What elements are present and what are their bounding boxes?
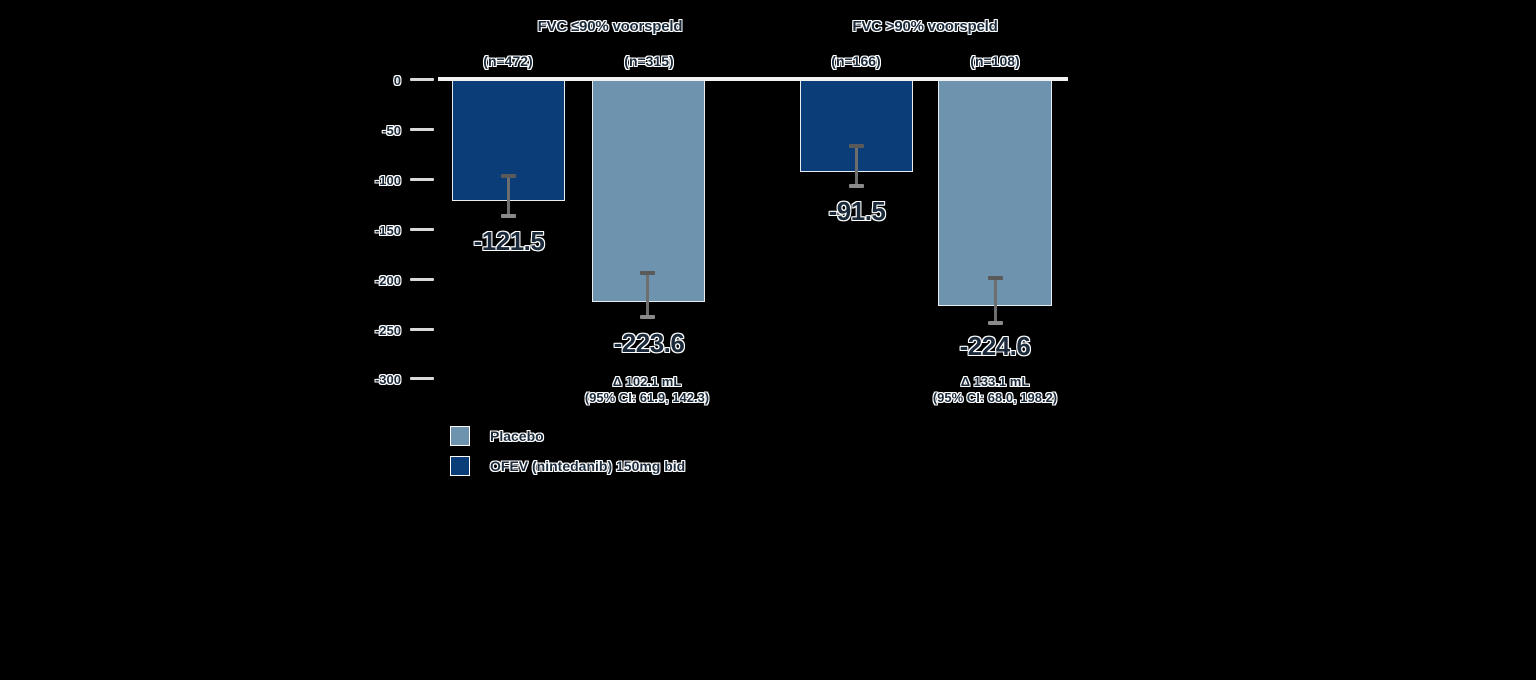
group-title-left: FVC ≤90% voorspeld: [537, 18, 683, 35]
error-bar-cap-bottom-3: [849, 184, 864, 188]
bar-n-label-1: (n=472): [483, 53, 533, 69]
y-tick-label-5: -250: [374, 323, 401, 338]
error-bar-cap-top-2: [640, 271, 655, 275]
delta-annotation-left: Δ 102.1 mL (95% CI: 61.9, 142.3): [572, 374, 722, 406]
error-bar-cap-bottom-1: [501, 214, 516, 218]
value-label-ofev-fvc-gt90: -91.5: [828, 196, 886, 226]
legend-label-ofev: OFEV (nintedanib) 150mg bid: [490, 458, 686, 474]
bar-placebo-fvc-le90: [592, 81, 705, 302]
error-bar-stem-2: [646, 272, 649, 319]
bar-placebo-fvc-gt90: [938, 81, 1052, 306]
value-label-placebo-fvc-le90: -223.6: [613, 328, 685, 358]
y-tick-label-4: -200: [374, 273, 401, 288]
delta-ci-right: (95% CI: 68.0, 198.2): [932, 390, 1058, 405]
error-bar-cap-bottom-4: [988, 321, 1003, 325]
y-tick-label-3: -150: [374, 223, 401, 238]
y-tick-mark-0: [410, 78, 434, 81]
y-tick-label-1: -50: [382, 123, 401, 138]
legend-label-placebo: Placebo: [490, 428, 544, 444]
legend-swatch-placebo: [450, 426, 470, 446]
y-tick-label-2: -100: [374, 173, 401, 188]
bar-n-label-3: (n=166): [831, 53, 881, 69]
delta-value-right: Δ 133.1 mL: [960, 374, 1030, 389]
y-tick-mark-1: [410, 128, 434, 131]
zero-baseline: [438, 77, 1068, 81]
y-tick-label-0: 0: [393, 73, 401, 88]
value-label-placebo-fvc-gt90: -224.6: [959, 331, 1031, 361]
value-label-ofev-fvc-le90: -121.5: [473, 226, 545, 256]
bar-n-label-4: (n=108): [970, 53, 1020, 69]
delta-ci-left: (95% CI: 61.9, 142.3): [584, 390, 710, 405]
y-tick-mark-5: [410, 328, 434, 331]
bar-n-label-2: (n=315): [624, 53, 674, 69]
error-bar-stem-4: [994, 277, 997, 325]
y-tick-mark-6: [410, 377, 434, 380]
y-tick-mark-2: [410, 178, 434, 181]
error-bar-cap-top-1: [501, 174, 516, 178]
legend-item-placebo: Placebo: [450, 426, 544, 446]
error-bar-cap-bottom-2: [640, 315, 655, 319]
legend-swatch-ofev: [450, 456, 470, 476]
y-tick-label-6: -300: [374, 372, 401, 387]
error-bar-cap-top-4: [988, 276, 1003, 280]
y-tick-mark-4: [410, 278, 434, 281]
legend-item-ofev: OFEV (nintedanib) 150mg bid: [450, 456, 685, 476]
y-tick-mark-3: [410, 228, 434, 231]
delta-value-left: Δ 102.1 mL: [612, 374, 682, 389]
delta-annotation-right: Δ 133.1 mL (95% CI: 68.0, 198.2): [920, 374, 1070, 406]
group-title-right: FVC >90% voorspeld: [852, 18, 998, 35]
error-bar-stem-1: [507, 175, 510, 218]
error-bar-cap-top-3: [849, 144, 864, 148]
error-bar-stem-3: [855, 145, 858, 188]
